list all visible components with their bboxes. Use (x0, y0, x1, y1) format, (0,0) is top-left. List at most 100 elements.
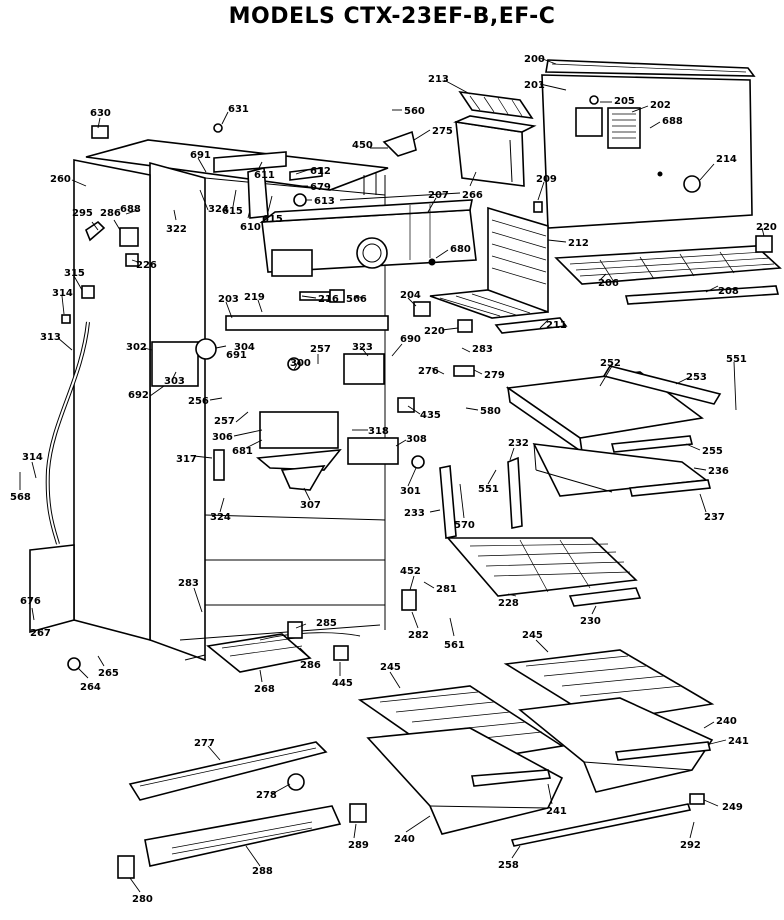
ice-bin (453, 90, 537, 187)
wire-shelf (554, 245, 782, 305)
callout-315: 315 (64, 268, 85, 279)
callout-236: 236 (708, 466, 729, 477)
callout-219: 219 (244, 292, 265, 303)
callout-445: 445 (332, 678, 353, 689)
cabinet-liner (29, 139, 389, 662)
callout-568: 568 (10, 492, 31, 503)
callout-278: 278 (256, 790, 277, 801)
callout-580: 580 (480, 406, 501, 417)
callout-267: 267 (30, 628, 51, 639)
callout-202: 202 (650, 100, 671, 111)
callout-253: 253 (686, 372, 707, 383)
callout-208: 208 (718, 286, 739, 297)
callout-611: 611 (254, 170, 275, 181)
callout-630: 630 (90, 108, 111, 119)
callout-245b: 245 (522, 630, 543, 641)
callout-612: 612 (310, 166, 331, 177)
callout-613: 613 (314, 196, 335, 207)
callout-690: 690 (400, 334, 421, 345)
evaporator-housing (259, 192, 477, 277)
callout-205: 205 (614, 96, 635, 107)
callout-226: 226 (136, 260, 157, 271)
callout-283b: 283 (178, 578, 199, 589)
callout-241b: 241 (546, 806, 567, 817)
callout-289: 289 (348, 840, 369, 851)
glass-shelf (439, 456, 642, 607)
freezer-back-panel (541, 59, 756, 229)
callout-450: 450 (352, 140, 373, 151)
callout-282: 282 (408, 630, 429, 641)
callout-285: 285 (316, 618, 337, 629)
callout-283a: 283 (472, 344, 493, 355)
callout-286b: 286 (300, 660, 321, 671)
callout-216: 216 (318, 294, 339, 305)
callout-302: 302 (126, 342, 147, 353)
callout-615b: 615 (262, 214, 283, 225)
callout-214: 214 (716, 154, 737, 165)
callout-252: 252 (600, 358, 621, 369)
callout-322: 322 (166, 224, 187, 235)
callout-232: 232 (508, 438, 529, 449)
crisper-drawer-left (357, 685, 565, 835)
callout-300: 300 (290, 358, 311, 369)
callout-257b: 257 (214, 416, 235, 427)
callout-260: 260 (50, 174, 71, 185)
callout-295: 295 (72, 208, 93, 219)
callout-237: 237 (704, 512, 725, 523)
leader-lines (19, 57, 765, 893)
callout-435: 435 (420, 410, 441, 421)
callout-304: 304 (234, 342, 255, 353)
callout-258: 258 (498, 860, 519, 871)
callout-240b: 240 (394, 834, 415, 845)
callout-561: 561 (444, 640, 465, 651)
callout-610: 610 (240, 222, 261, 233)
callout-679: 679 (310, 182, 331, 193)
callout-307: 307 (300, 500, 321, 511)
callout-207: 207 (428, 190, 449, 201)
callout-692: 692 (128, 390, 149, 401)
callout-203: 203 (218, 294, 239, 305)
callout-220b: 220 (424, 326, 445, 337)
callout-560: 560 (404, 106, 425, 117)
callout-615a: 615 (222, 206, 243, 217)
callout-264: 264 (80, 682, 101, 693)
callout-268: 268 (254, 684, 275, 695)
freezer-shelf-frame (429, 206, 568, 334)
callout-206: 206 (598, 278, 619, 289)
callout-249: 249 (722, 802, 743, 813)
callout-680: 680 (450, 244, 471, 255)
callout-324a: 324 (208, 204, 229, 215)
crisper-rail (510, 803, 692, 847)
callout-452: 452 (400, 566, 421, 577)
callout-201: 201 (524, 80, 545, 91)
callout-213: 213 (428, 74, 449, 85)
callout-220: 220 (756, 222, 777, 233)
crisper-drawer-right (503, 649, 715, 793)
callout-279: 279 (484, 370, 505, 381)
callout-688b: 688 (120, 204, 141, 215)
callout-306: 306 (212, 432, 233, 443)
callout-212: 212 (568, 238, 589, 249)
callout-204: 204 (400, 290, 421, 301)
callout-209: 209 (536, 174, 557, 185)
control-assembly (61, 123, 773, 805)
callout-317: 317 (176, 454, 197, 465)
callout-228: 228 (498, 598, 519, 609)
callout-566: 566 (346, 294, 367, 305)
callout-241a: 241 (728, 736, 749, 747)
callout-318: 318 (368, 426, 389, 437)
callout-314a: 314 (52, 288, 73, 299)
callout-265: 265 (98, 668, 119, 679)
callout-292: 292 (680, 840, 701, 851)
callout-276: 276 (418, 366, 439, 377)
callout-230: 230 (580, 616, 601, 627)
callout-233: 233 (404, 508, 425, 519)
callout-570: 570 (454, 520, 475, 531)
callout-240a: 240 (716, 716, 737, 727)
callout-631: 631 (228, 104, 249, 115)
callout-211: 211 (546, 320, 567, 331)
callout-256: 256 (188, 396, 209, 407)
meat-pan (505, 365, 722, 497)
callout-303: 303 (164, 376, 185, 387)
callout-323: 323 (352, 342, 373, 353)
